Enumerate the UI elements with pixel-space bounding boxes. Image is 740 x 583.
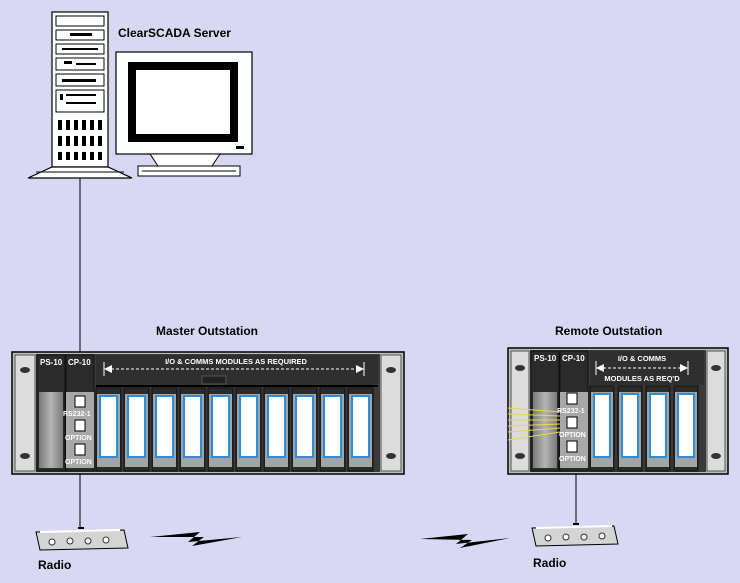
- remote-rack: [507, 347, 729, 475]
- radio-link-lightning-icon: [150, 532, 242, 546]
- io-module: [347, 387, 374, 472]
- master-port-1: RS232-1: [63, 411, 91, 418]
- io-module: [151, 387, 178, 472]
- server-label: ClearSCADA Server: [118, 26, 231, 40]
- radio-right-label: Radio: [533, 556, 567, 570]
- server-tower-icon: [27, 11, 133, 179]
- io-module: [207, 387, 234, 472]
- master-port-3: OPTION: [65, 459, 92, 466]
- radio-left-label: Radio: [38, 558, 72, 572]
- master-io-banner: I/O & COMMS MODULES AS REQUIRED: [165, 357, 307, 366]
- io-module: [291, 387, 318, 472]
- io-module: [263, 387, 290, 472]
- io-module: [645, 385, 671, 472]
- remote-port-2: OPTION: [559, 432, 586, 439]
- monitor-icon: [115, 51, 253, 177]
- io-module: [123, 387, 150, 472]
- radio-icon: [35, 527, 129, 551]
- master-outstation-label: Master Outstation: [156, 324, 259, 338]
- radio-icon: [531, 523, 619, 547]
- io-module: [179, 387, 206, 472]
- remote-io-banner-2: MODULES AS REQ'D: [604, 374, 680, 383]
- remote-port-3: OPTION: [559, 456, 586, 463]
- io-module: [319, 387, 346, 472]
- io-module: [673, 385, 699, 472]
- remote-ps-label: PS-10: [534, 354, 557, 363]
- master-ps-label: PS-10: [40, 358, 63, 367]
- wires: [79, 178, 577, 528]
- io-module: [617, 385, 643, 472]
- master-port-2: OPTION: [65, 435, 92, 442]
- remote-port-1: RS232-1: [557, 408, 585, 415]
- remote-cp-label: CP-10: [562, 354, 585, 363]
- remote-outstation-label: Remote Outstation: [555, 324, 663, 338]
- radio-link-lightning-icon: [420, 534, 510, 548]
- io-module: [589, 385, 615, 472]
- master-cp-label: CP-10: [68, 358, 91, 367]
- remote-io-banner-1: I/O & COMMS: [618, 354, 666, 363]
- master-rack: [11, 351, 405, 475]
- io-module: [95, 387, 122, 472]
- io-module: [235, 387, 262, 472]
